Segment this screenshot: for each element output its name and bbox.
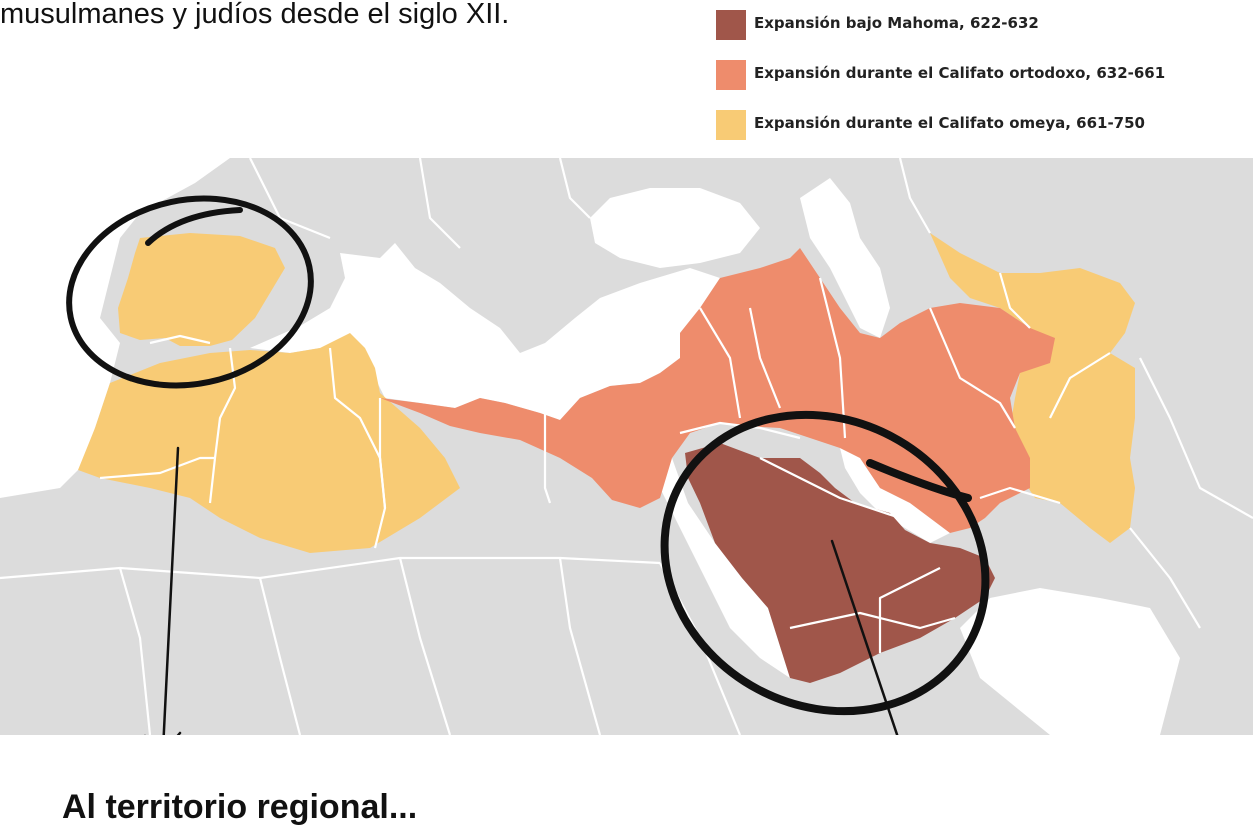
legend-label-califato-ortodoxo: Expansión durante el Califato ortodoxo, … [754, 64, 1166, 82]
sea-mediterranean [250, 243, 720, 420]
legend-swatch-mahoma [716, 10, 746, 40]
expansion-map [0, 158, 1253, 735]
annotation-stroke-iberia [145, 207, 243, 246]
region-iberia [118, 233, 285, 346]
legend-label-mahoma: Expansión bajo Mahoma, 622-632 [754, 14, 1039, 32]
annotation-arrow-iberia [162, 446, 180, 735]
annotation-stroke-arabia [866, 459, 972, 502]
region-caucasus-central-asia [930, 233, 1135, 543]
hand-annotations [66, 195, 990, 735]
sea-caspian [800, 178, 890, 338]
sea-black [590, 188, 760, 268]
annotation-circle-arabia [660, 410, 990, 716]
legend-swatch-califato-omeya [716, 110, 746, 140]
region-rashidun [380, 248, 1055, 533]
legend-swatch-califato-ortodoxo [716, 60, 746, 90]
annotation-arrow-arabia [830, 539, 899, 735]
legend-label-califato-omeya: Expansión durante el Califato omeya, 661… [754, 114, 1145, 132]
intro-text: musulmanes y judíos desde el siglo XII. [0, 0, 510, 30]
bottom-annotation-text: Al territorio regional... [62, 788, 418, 826]
sea-arabian [960, 588, 1180, 735]
sea-atlantic [0, 158, 230, 498]
sea-red [650, 443, 790, 678]
annotation-circle-iberia [66, 195, 314, 389]
